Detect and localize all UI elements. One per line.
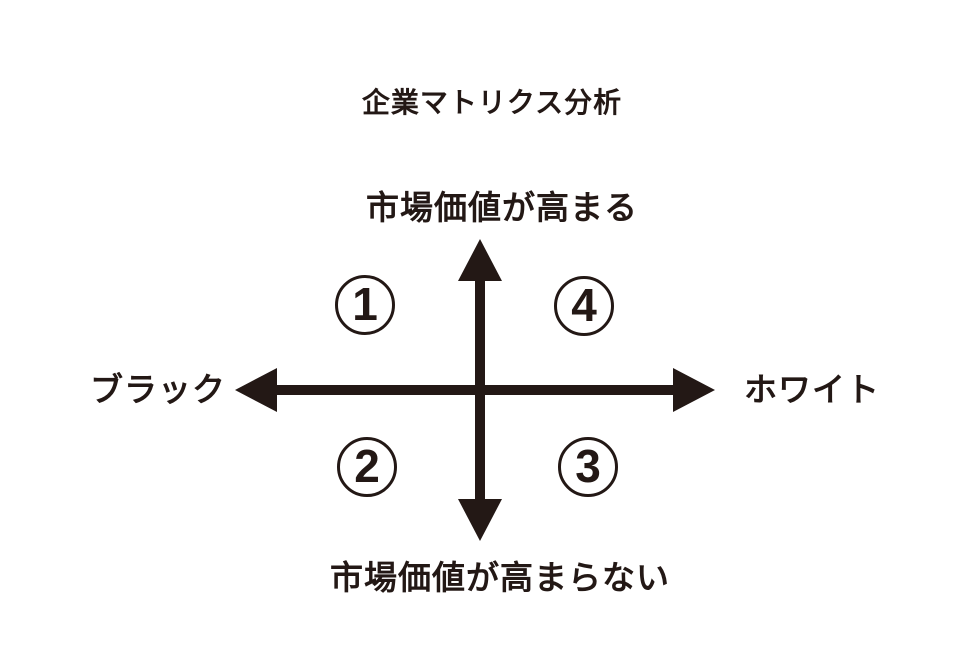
axis-left-label: ブラック [90,371,226,408]
horizontal-axis-arrow [235,368,715,412]
quadrant-1-badge: 1 [335,275,395,335]
axis-bottom-label: 市場価値が高まらない [330,559,670,596]
quadrant-2-badge: 2 [337,437,397,497]
axis-right-label: ホワイト [744,371,880,408]
diagram-title: 企業マトリクス分析 [361,87,623,118]
axis-top-label: 市場価値が高まる [366,189,638,226]
quadrant-3-badge: 3 [558,437,618,497]
quadrant-4-badge: 4 [554,276,614,336]
